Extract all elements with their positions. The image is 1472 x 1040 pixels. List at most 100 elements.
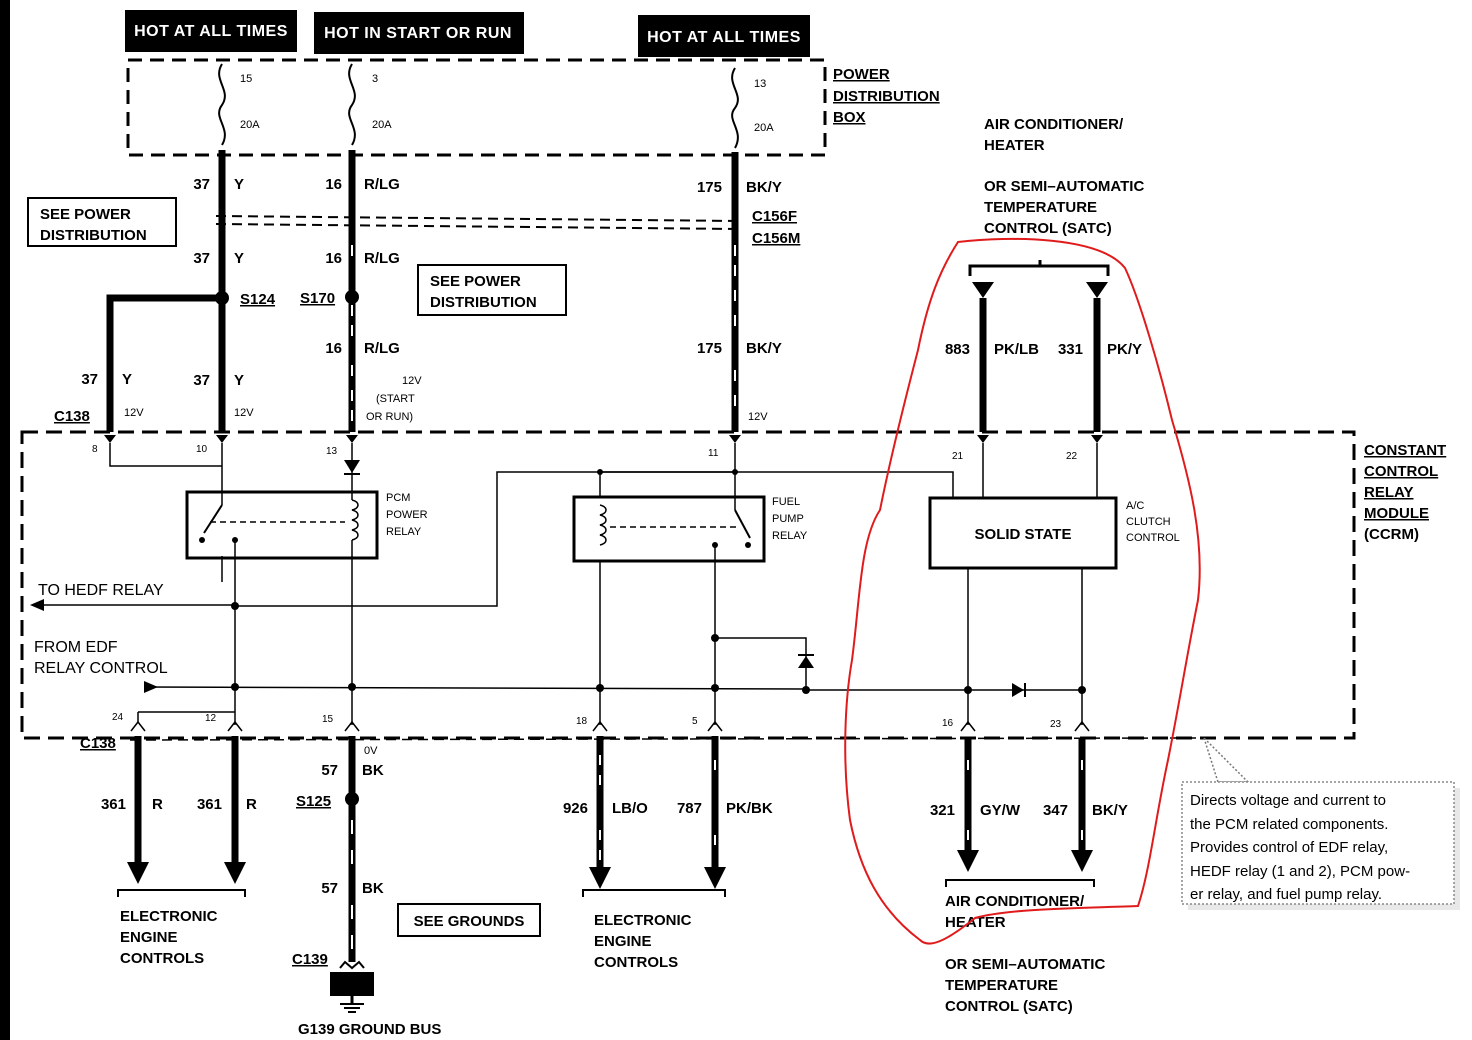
module-label-1: CONSTANT	[1364, 442, 1446, 459]
c139-label: C139	[292, 951, 328, 968]
ac-bottom-line1: AIR CONDITIONER/	[945, 893, 1085, 910]
module-label-2: CONTROL	[1364, 463, 1438, 480]
g139-label: G139 GROUND BUS	[298, 1021, 441, 1038]
voltage-12v-pin10: 12V	[234, 407, 254, 419]
wire-color-16b: R/LG	[364, 250, 400, 267]
bottom-wire-dash-ticks	[351, 755, 1083, 949]
pin-24: 24	[112, 712, 124, 723]
fuse-amp-3: 20A	[372, 119, 392, 131]
wire-num-16c: 16	[325, 340, 342, 357]
pin-12: 12	[205, 713, 217, 724]
wire-num-175b: 175	[697, 340, 722, 357]
wire-num-57b: 57	[321, 880, 338, 897]
wire-num-37b: 37	[193, 250, 210, 267]
svg-text:DISTRIBUTION: DISTRIBUTION	[430, 294, 537, 311]
wire-color-883: PK/LB	[994, 341, 1039, 358]
svg-text:SEE GROUNDS: SEE GROUNDS	[414, 913, 525, 930]
wire-color-57b: BK	[362, 880, 384, 897]
callout-line-3: Provides control of EDF relay,	[1190, 839, 1388, 856]
wire-color-175b: BK/Y	[746, 340, 782, 357]
pin-23: 23	[1050, 719, 1062, 730]
header-hot-at-all-times-1: HOT AT ALL TIMES	[125, 10, 297, 52]
wire-color-57a: BK	[362, 762, 384, 779]
from-edf-label-1: FROM EDF	[34, 639, 118, 656]
eec2-line1: ELECTRONIC	[594, 912, 692, 929]
wire-color-321: GY/W	[980, 802, 1021, 819]
voltage-12v-start-2: (START	[376, 393, 415, 405]
wire-num-16b: 16	[325, 250, 342, 267]
ac-clutch-label-2: CLUTCH	[1126, 516, 1171, 528]
wire-color-37d: Y	[234, 372, 244, 389]
wire-color-331: PK/Y	[1107, 341, 1142, 358]
to-hedf-arrow	[30, 599, 235, 611]
diode-icon-pin13	[344, 460, 360, 475]
see-grounds-box: SEE GROUNDS	[397, 903, 541, 937]
wire-color-926: LB/O	[612, 800, 648, 817]
c156m-label: C156M	[752, 230, 800, 247]
pin-22: 22	[1066, 451, 1078, 462]
fuel-relay-label-1: FUEL	[772, 496, 800, 508]
pcm-relay-label-2: POWER	[386, 509, 428, 521]
wire-num-37c: 37	[81, 371, 98, 388]
voltage-12v-c138: 12V	[124, 407, 144, 419]
voltage-0v: 0V	[364, 745, 378, 757]
destination-brackets	[117, 879, 1095, 897]
wire-num-787: 787	[677, 800, 702, 817]
pin-5: 5	[692, 716, 698, 727]
wire-num-37d: 37	[193, 372, 210, 389]
pin-16: 16	[942, 718, 954, 729]
ac-top-line3: OR SEMI–AUTOMATIC	[984, 178, 1144, 195]
pcm-power-relay	[185, 490, 379, 560]
top-pin-connectors	[104, 435, 1103, 443]
pin-21: 21	[952, 451, 964, 462]
s124-splice-dot	[215, 291, 229, 305]
s124-branch-wire	[106, 294, 222, 432]
pdb-label-2: DISTRIBUTION	[833, 88, 940, 105]
wire-num-57a: 57	[321, 762, 338, 779]
ccrm-module-box	[20, 430, 1356, 740]
scan-edge	[0, 0, 10, 1040]
header-hot-in-start-or-run: HOT IN START OR RUN	[314, 12, 524, 54]
fuel-relay-label-2: PUMP	[772, 513, 804, 525]
voltage-12v-start-3: OR RUN)	[366, 411, 413, 423]
ac-bottom-line4: TEMPERATURE	[945, 977, 1058, 994]
s125-splice-dot	[345, 792, 359, 806]
s170-label: S170	[300, 290, 335, 307]
ac-top-line5: CONTROL (SATC)	[984, 220, 1112, 237]
pin-15: 15	[322, 714, 334, 725]
fuse-icon-13	[731, 67, 739, 149]
pin-11: 11	[708, 448, 719, 459]
pdb-label-1: POWER	[833, 66, 890, 83]
module-label-4: MODULE	[1364, 505, 1429, 522]
ac-clutch-label-3: CONTROL	[1126, 532, 1180, 544]
c156-connector-line	[215, 215, 741, 230]
fuse-num-13: 13	[754, 78, 766, 90]
to-hedf-label: TO HEDF RELAY	[38, 582, 164, 599]
wire-color-787: PK/BK	[726, 800, 773, 817]
wire-num-16a: 16	[325, 176, 342, 193]
eec2-line2: ENGINE	[594, 933, 652, 950]
wire-num-347: 347	[1043, 802, 1068, 819]
fuel-relay-label-3: RELAY	[772, 530, 808, 542]
wire-num-331: 331	[1058, 341, 1083, 358]
pin-18: 18	[576, 716, 588, 727]
wire-color-37b: Y	[234, 250, 244, 267]
solid-state-block: SOLID STATE	[928, 496, 1118, 570]
module-label-3: RELAY	[1364, 484, 1413, 501]
ac-top-line4: TEMPERATURE	[984, 199, 1097, 216]
c138-bottom-line	[129, 737, 1201, 741]
fuse-amp-15: 20A	[240, 119, 260, 131]
svg-text:HOT AT ALL TIMES: HOT AT ALL TIMES	[647, 29, 801, 46]
wire-color-16a: R/LG	[364, 176, 400, 193]
junction-dots	[231, 469, 1086, 694]
wire-color-16c: R/LG	[364, 340, 400, 357]
ac-bottom-line5: CONTROL (SATC)	[945, 998, 1073, 1015]
s124-label: S124	[240, 291, 276, 308]
pin-13: 13	[326, 446, 338, 457]
fuse-amp-13: 20A	[754, 122, 774, 134]
wire-num-37a: 37	[193, 176, 210, 193]
s125-label: S125	[296, 793, 331, 810]
voltage-12v-start-1: 12V	[402, 375, 422, 387]
wire-color-361a: R	[152, 796, 163, 813]
